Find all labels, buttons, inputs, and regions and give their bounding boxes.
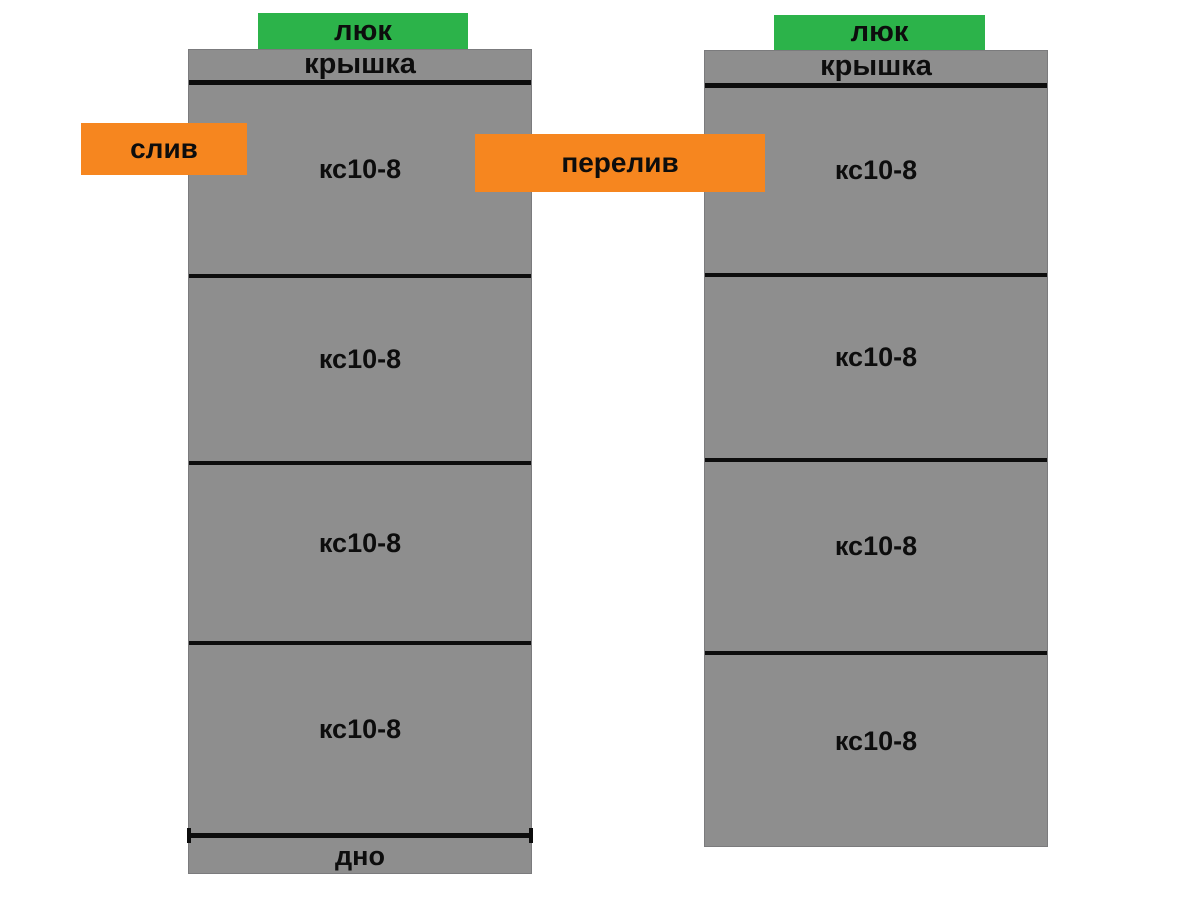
dimension-end-tick-left (187, 828, 191, 843)
left-ring-1: кс10-8 (188, 85, 532, 278)
left-bottom-label: дно (335, 840, 385, 871)
left-hatch: люк (258, 13, 468, 50)
left-ring-4-label: кс10-8 (318, 713, 402, 744)
drain-pipe-label: слив (81, 123, 247, 175)
right-cover-label: крышка (820, 50, 932, 82)
right-ring-4: кс10-8 (704, 655, 1048, 847)
left-hatch-label: люк (334, 15, 392, 47)
right-ring-2: кс10-8 (704, 277, 1048, 462)
right-ring-1: кс10-8 (704, 88, 1048, 277)
right-hatch-label: люк (850, 16, 909, 48)
left-ring-3-label: кс10-8 (318, 527, 402, 558)
left-cover: крышка (188, 48, 532, 85)
left-ring-3: кс10-8 (188, 465, 532, 645)
right-hatch: люк (774, 15, 985, 50)
overflow-label: перелив (561, 147, 679, 178)
left-ring-2-label: кс10-8 (318, 344, 402, 374)
right-ring-4-label: кс10-8 (834, 725, 918, 756)
overflow-pipe-label: перелив (475, 134, 765, 192)
dimension-end-tick-right (529, 828, 533, 843)
right-ring-2-label: кс10-8 (834, 342, 918, 372)
left-ring-2: кс10-8 (188, 278, 532, 465)
left-ring-4: кс10-8 (188, 645, 532, 838)
left-ring-1-label: кс10-8 (318, 154, 402, 184)
right-ring-3: кс10-8 (704, 462, 1048, 655)
right-ring-3-label: кс10-8 (834, 531, 918, 561)
right-cover: крышка (704, 50, 1048, 88)
right-ring-1-label: кс10-8 (834, 155, 918, 185)
left-cover-label: крышка (304, 48, 416, 80)
left-bottom: дно (188, 838, 532, 874)
drain-label: слив (130, 133, 198, 164)
left-well-column: крышка кс10-8 кс10-8 кс10-8 кс10-8 дно (187, 48, 533, 874)
